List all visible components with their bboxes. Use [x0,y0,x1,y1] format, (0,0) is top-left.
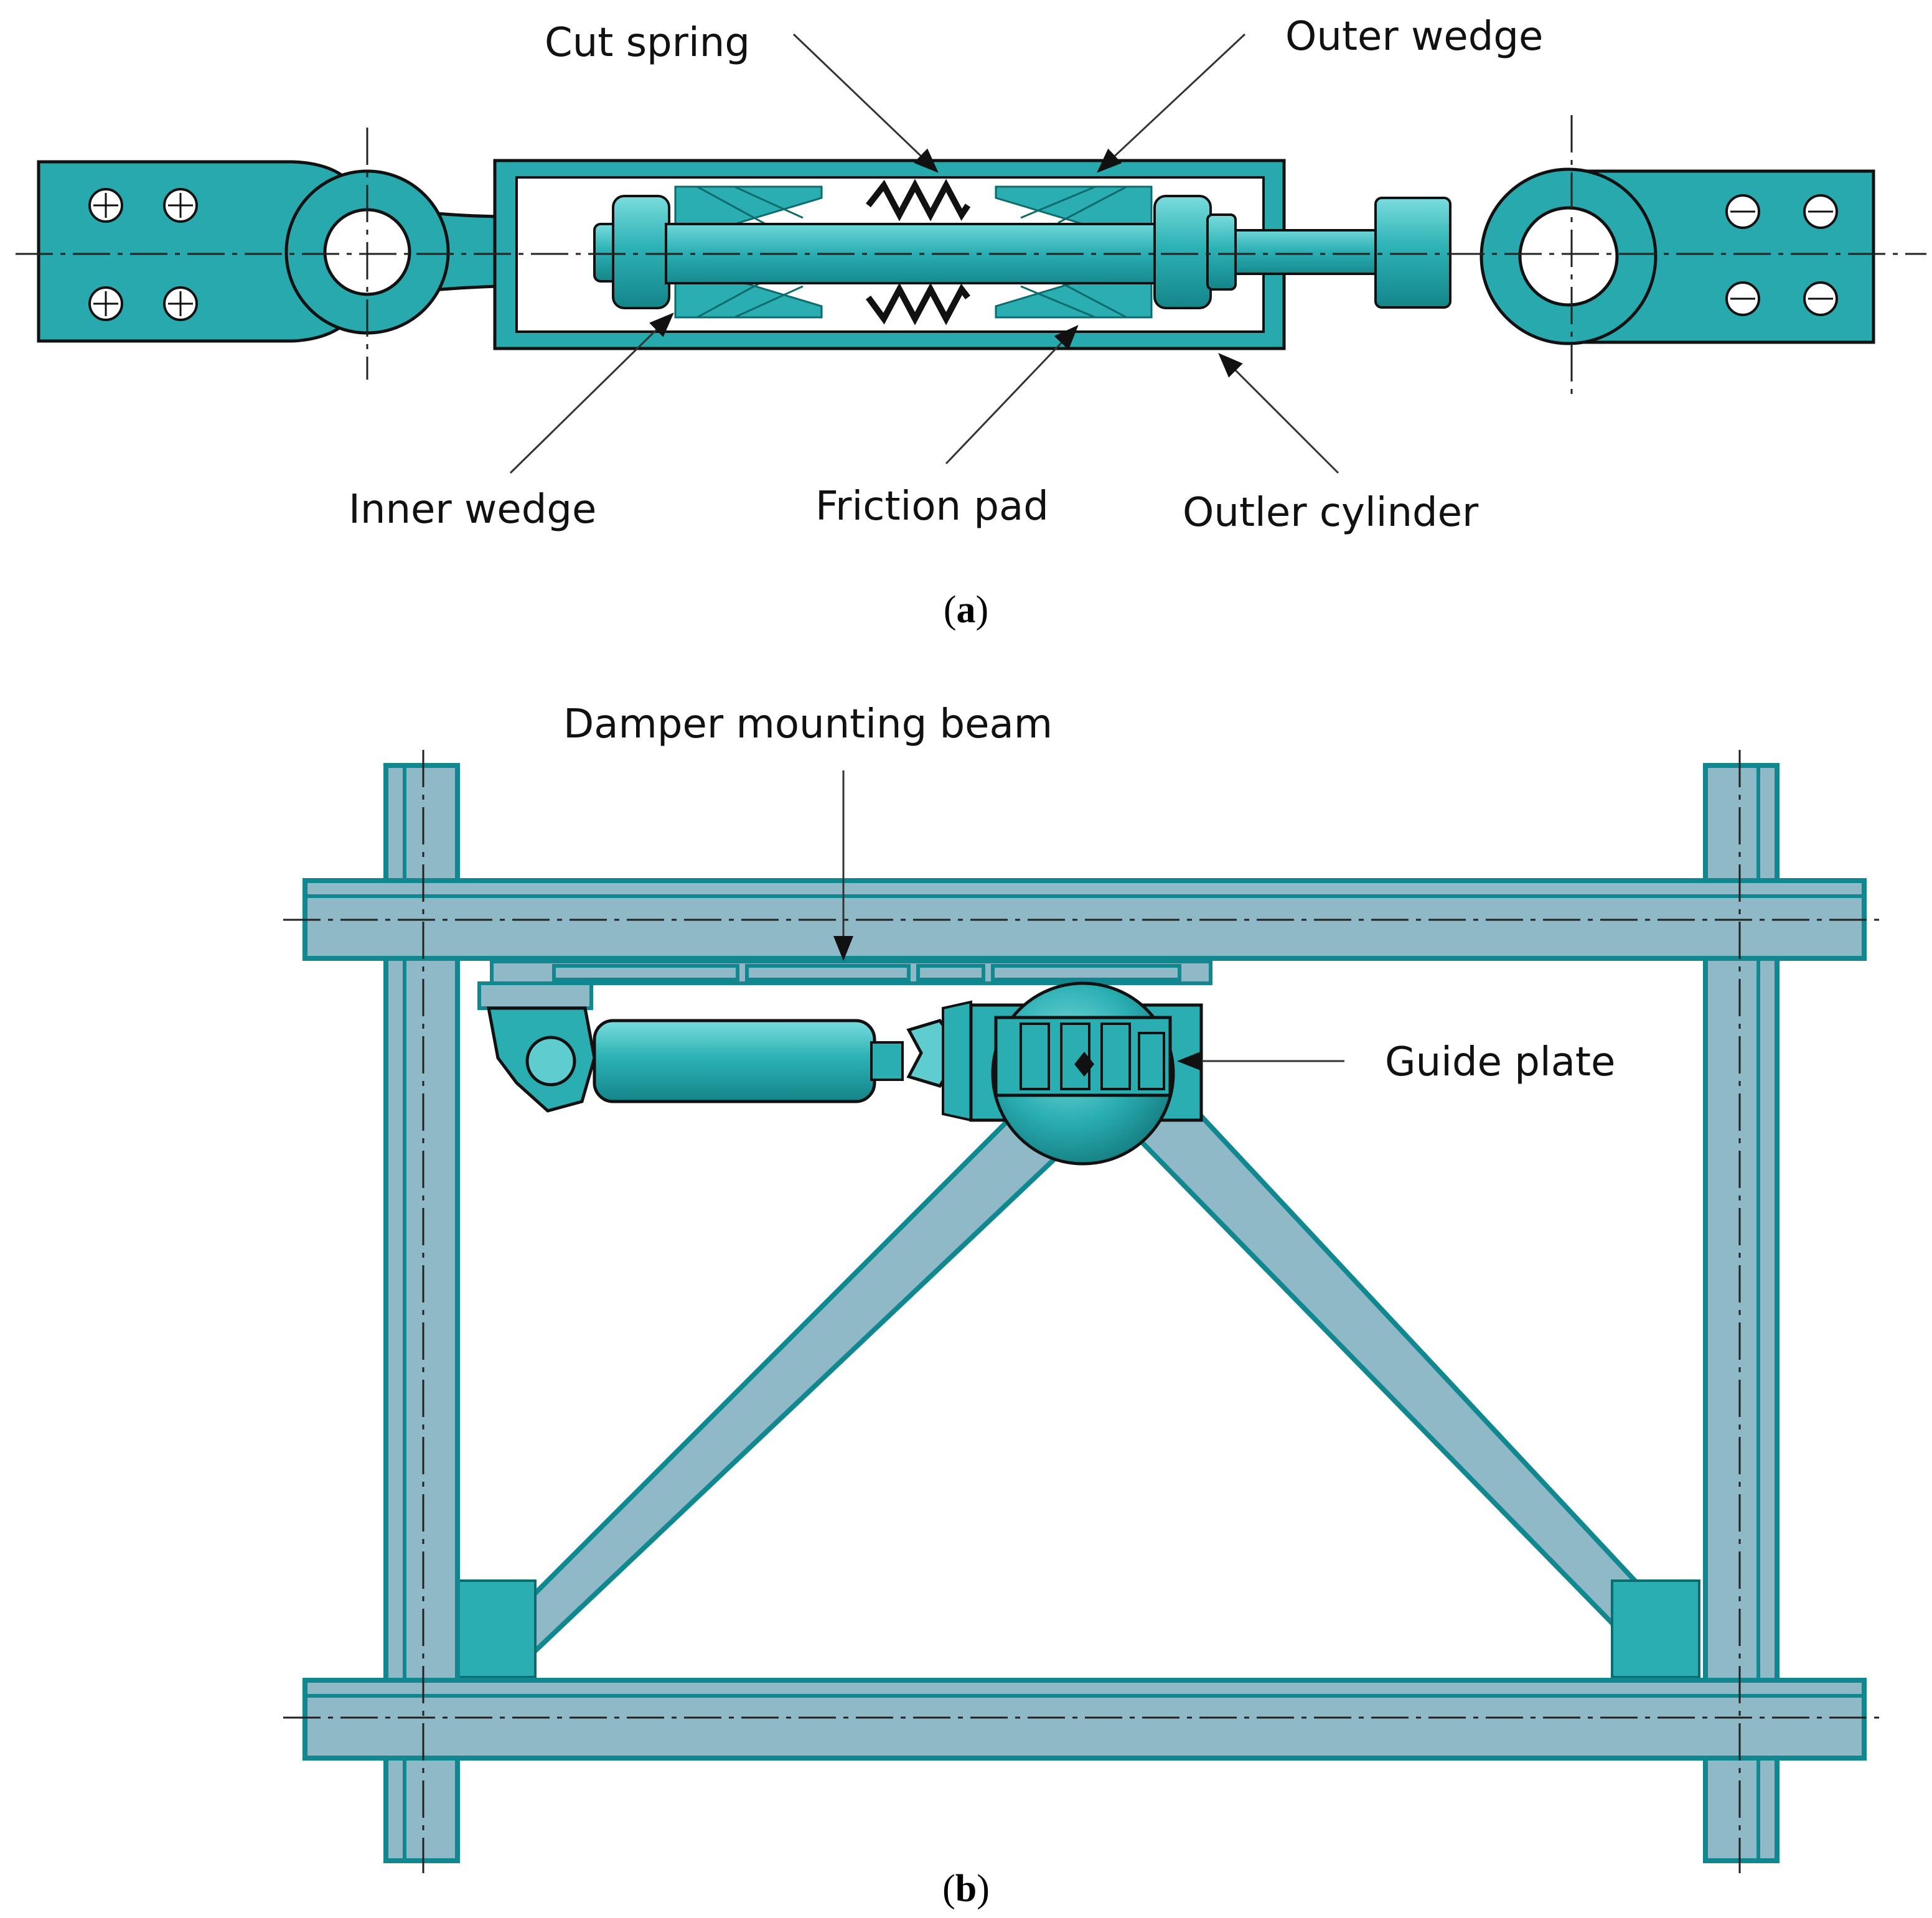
diagonal-braces [476,1079,1697,1684]
guide-plate [969,981,1203,1166]
label-guide-plate: Guide plate [1385,1039,1615,1085]
gusset-plates [456,1579,1700,1678]
bolt-holes-left [88,188,198,321]
leader-lines-b [833,770,1344,1071]
label-outer-cylinder: Outler cylinder [1183,490,1479,536]
damper-mounting-beam [477,960,1212,1010]
panel-a-damper-section: Cut spring Outer wedge Inner wedge Frict… [16,14,1926,631]
label-outer-wedge: Outer wedge [1285,14,1543,60]
label-friction-pad: Friction pad [815,484,1049,530]
label-inner-wedge: Inner wedge [349,487,596,533]
cut-springs [865,179,971,325]
centerlines-a [16,115,1926,398]
wedges [674,185,1153,319]
damper-assembly [486,1000,972,1122]
right-lug [1374,167,1875,345]
label-cut-spring: Cut spring [545,20,750,66]
panel-b-frame-installation: Damper mounting beam Guide plate (b) [283,701,1883,1910]
caption-a: (a) [944,589,988,631]
label-damper-mounting-beam: Damper mounting beam [563,701,1053,747]
left-lug [37,160,500,343]
leader-lines-a [509,33,1339,474]
centerlines-b [283,750,1883,1873]
caption-b: (b) [942,1868,990,1910]
beams [302,878,1867,1761]
